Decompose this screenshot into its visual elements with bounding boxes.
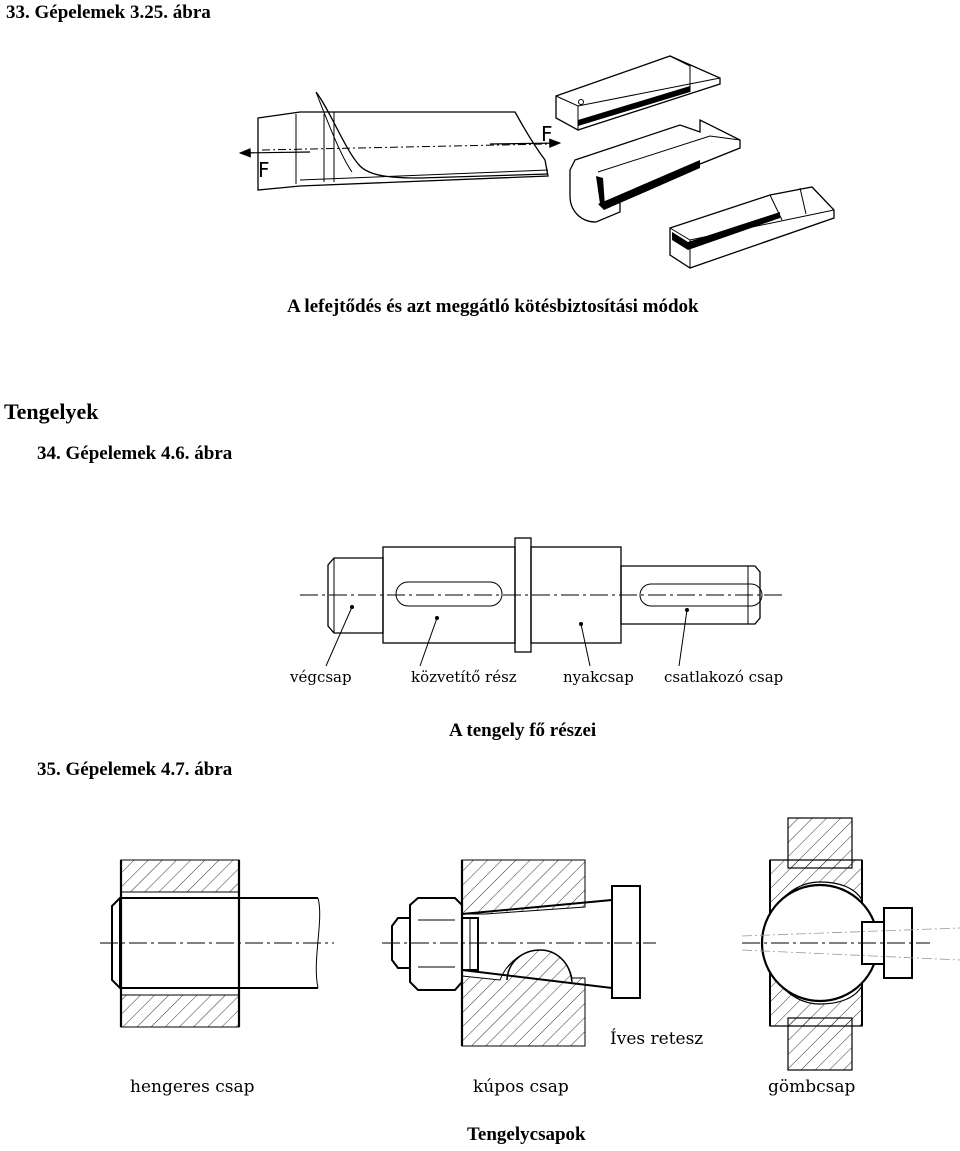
lap-joint-variant-1 [555, 55, 721, 131]
section-title: Tengelyek [4, 399, 99, 424]
figure-35-label: 35. Gépelemek 4.7. ábra [37, 759, 233, 780]
journal-label-conical: kúpos csap [473, 1077, 569, 1097]
force-label-right: F [541, 122, 553, 146]
part-label-connecting-journal: csatlakozó csap [664, 668, 783, 686]
journal-label-spherical: gömbcsap [768, 1077, 856, 1097]
shaft-parts-drawing: végcsap közvetítő rész nyakcsap csatlako… [289, 537, 785, 686]
part-label-intermediate: közvetítő rész [411, 668, 517, 686]
force-label-left: F [258, 158, 270, 182]
lap-joint-variant-3 [669, 186, 835, 269]
part-label-end-journal: végcsap [289, 668, 352, 686]
conical-journal-drawing [382, 859, 656, 1047]
adhesive-joint-illustration: F F [238, 55, 835, 269]
figure-35-caption: Tengelycsapok [467, 1124, 586, 1145]
figure-33-caption: A lefejtődés és azt meggátló kötésbiztos… [287, 296, 699, 317]
figure-33-label: 33. Gépelemek 3.25. ábra [6, 2, 211, 23]
peeling-joint-drawing [238, 91, 562, 191]
journal-label-cylindrical: hengeres csap [130, 1077, 255, 1097]
cylindrical-journal-drawing [100, 859, 334, 1028]
lap-joint-variant-2 [569, 118, 741, 223]
annotation-curved-key: Íves retesz [610, 1028, 703, 1049]
part-label-neck-journal: nyakcsap [563, 668, 634, 686]
shaft-journals-drawing: Íves retesz hengeres csap kúpos csap göm… [100, 817, 960, 1097]
figure-34-label: 34. Gépelemek 4.6. ábra [37, 443, 233, 464]
spherical-journal-drawing [741, 817, 960, 1071]
figure-34-caption: A tengely fő részei [449, 720, 597, 741]
